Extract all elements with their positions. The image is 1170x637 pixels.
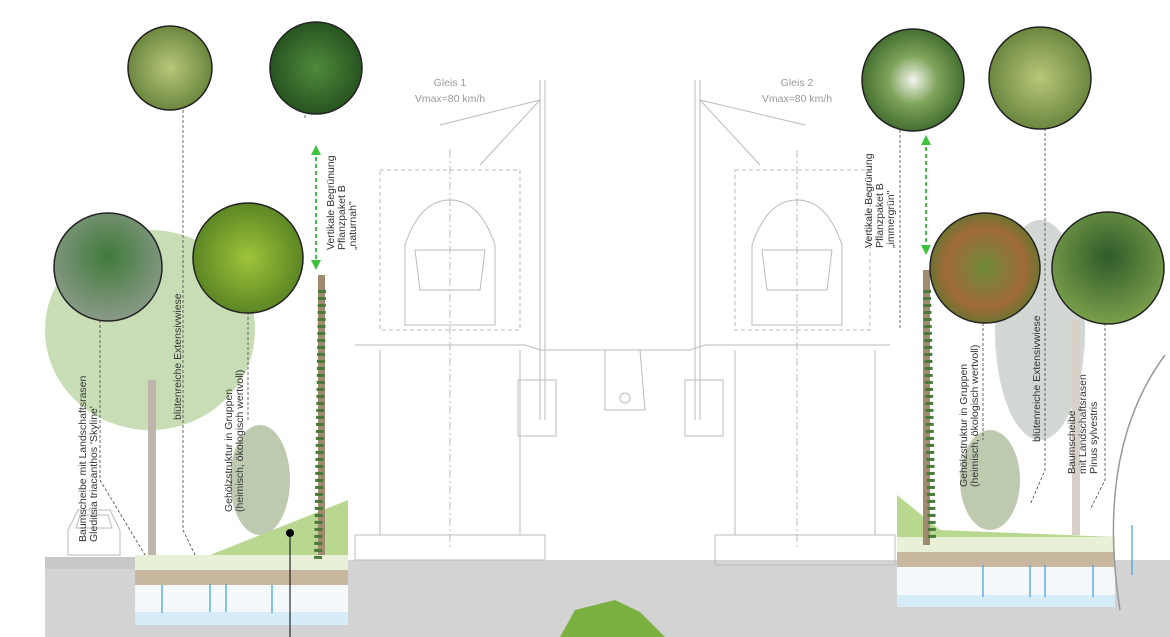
- train-left: [379, 150, 521, 550]
- track-1-speed: Vmax=80 km/h: [415, 93, 485, 105]
- green-wall-right: [921, 135, 936, 545]
- label-green-left-type: „naturnah": [347, 201, 359, 250]
- label-shrub-left: Gehölzstruktur in Gruppen: [223, 389, 235, 512]
- car-icon: [67, 509, 121, 556]
- rail-structure: [354, 80, 896, 566]
- track-2-name: Gleis 2: [781, 77, 814, 89]
- label-shrub-right-note: (heimisch, ökologisch wertvoll): [969, 345, 981, 487]
- photo-meadow-left: [127, 25, 213, 111]
- photo-jasmine: [861, 28, 965, 132]
- label-shrub-right: Gehölzstruktur in Gruppen: [958, 364, 970, 487]
- detail-circle: [1112, 354, 1166, 611]
- photo-gleditsia: [53, 212, 163, 322]
- ground: [45, 495, 1170, 637]
- track-1-name: Gleis 1: [434, 77, 467, 89]
- label-meadow-left: blütenreiche Extensivwiese: [172, 293, 184, 420]
- label-meadow-right: blütenreiche Extensivwiese: [1031, 315, 1043, 442]
- green-wall-left: [311, 145, 326, 561]
- label-green-right-type: „immergrün": [885, 190, 897, 248]
- label-tree-right-species: Pinus sylvestris: [1088, 402, 1100, 474]
- track-2-speed: Vmax=80 km/h: [762, 93, 832, 105]
- leader-lines: [99, 110, 1106, 637]
- train-right: [734, 150, 871, 550]
- label-tree-left: Baumscheibe mit Landschaftsrasen: [77, 376, 89, 542]
- mound: [560, 600, 665, 637]
- label-tree-right: Baumscheibe: [1066, 410, 1078, 474]
- label-green-right: Vertikale Begrünung: [863, 153, 875, 248]
- photo-shrub-right: [929, 212, 1041, 324]
- label-green-left-package: Pflanzpaket B: [336, 185, 348, 250]
- label-shrub-left-note: (heimisch, ökologisch wertvoll): [234, 370, 246, 512]
- label-tree-right-note: mit Landschaftsrasen: [1077, 374, 1089, 474]
- label-green-left: Vertikale Begrünung: [325, 155, 337, 250]
- photo-ivy: [269, 21, 363, 115]
- photo-meadow-right: [988, 26, 1092, 130]
- label-tree-left-species: Gleditsia triacanthos 'Skyline': [88, 406, 100, 542]
- label-green-right-package: Pflanzpaket B: [874, 183, 886, 248]
- water-arrows: [161, 525, 1133, 613]
- photo-shrub-left: [192, 202, 304, 314]
- photo-pine: [1051, 211, 1165, 325]
